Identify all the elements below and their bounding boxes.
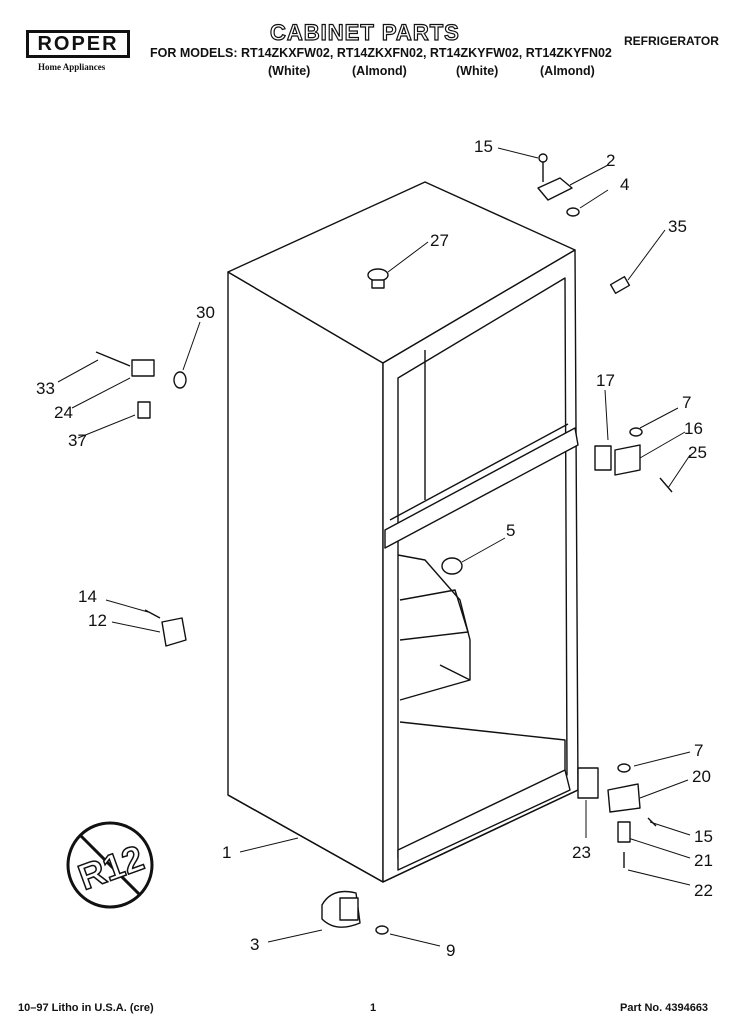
callout-25: 25 xyxy=(688,443,707,462)
footer-print-info: 10–97 Litho in U.S.A. (cre) xyxy=(18,1002,154,1014)
callout-1: 1 xyxy=(222,843,231,862)
appliance-category: REFRIGERATOR xyxy=(624,34,719,48)
callout-12: 12 xyxy=(88,611,107,630)
footer-part-number: Part No. 4394663 xyxy=(620,1002,709,1014)
part-shelf-stop xyxy=(441,557,463,575)
callout-7a: 7 xyxy=(682,393,691,412)
callout-3: 3 xyxy=(250,935,259,954)
callout-24: 24 xyxy=(54,403,73,422)
part-door-closer xyxy=(321,890,389,935)
page-title: CABINET PARTS xyxy=(269,19,460,45)
brand-subtitle: Home Appliances xyxy=(38,62,106,72)
part-leveling-roller xyxy=(95,351,187,419)
cabinet-body xyxy=(227,181,579,883)
callout-27: 27 xyxy=(430,231,449,250)
callout-21: 21 xyxy=(694,851,713,870)
callout-labels: 15 2 4 35 27 30 33 24 37 17 7 16 25 5 14… xyxy=(36,137,713,960)
footer-page-number: 1 xyxy=(370,1002,377,1014)
callout-23: 23 xyxy=(572,843,591,862)
callout-15b: 15 xyxy=(694,827,713,846)
callout-35: 35 xyxy=(668,217,687,236)
callout-9: 9 xyxy=(446,941,455,960)
callout-30: 30 xyxy=(196,303,215,322)
part-center-hinge xyxy=(594,427,673,493)
model-color-1: (White) xyxy=(268,64,311,78)
part-bracket xyxy=(144,609,187,647)
part-hinge-cover xyxy=(609,275,631,295)
callout-20: 20 xyxy=(692,767,711,786)
part-top-hinge xyxy=(537,153,580,217)
model-color-3: (White) xyxy=(456,64,499,78)
callout-5: 5 xyxy=(506,521,515,540)
brand-name: ROPER xyxy=(37,32,119,55)
callout-7b: 7 xyxy=(694,741,703,760)
model-list: FOR MODELS: RT14ZKXFW02, RT14ZKXFN02, RT… xyxy=(150,46,612,60)
callout-37: 37 xyxy=(68,431,87,450)
callout-15: 15 xyxy=(474,137,493,156)
callout-2: 2 xyxy=(606,151,615,170)
callout-22: 22 xyxy=(694,881,713,900)
callout-14: 14 xyxy=(78,587,97,606)
model-color-2: (Almond) xyxy=(352,64,407,78)
leader-lines xyxy=(57,147,691,947)
r12-prohibited-icon xyxy=(66,821,154,909)
model-color-4: (Almond) xyxy=(540,64,595,78)
callout-17: 17 xyxy=(596,371,615,390)
callout-4: 4 xyxy=(620,175,629,194)
brand-logo: ROPER xyxy=(26,30,130,58)
part-plug-button xyxy=(367,268,389,289)
part-bottom-hinge xyxy=(577,763,657,868)
callout-16: 16 xyxy=(684,419,703,438)
callout-33: 33 xyxy=(36,379,55,398)
